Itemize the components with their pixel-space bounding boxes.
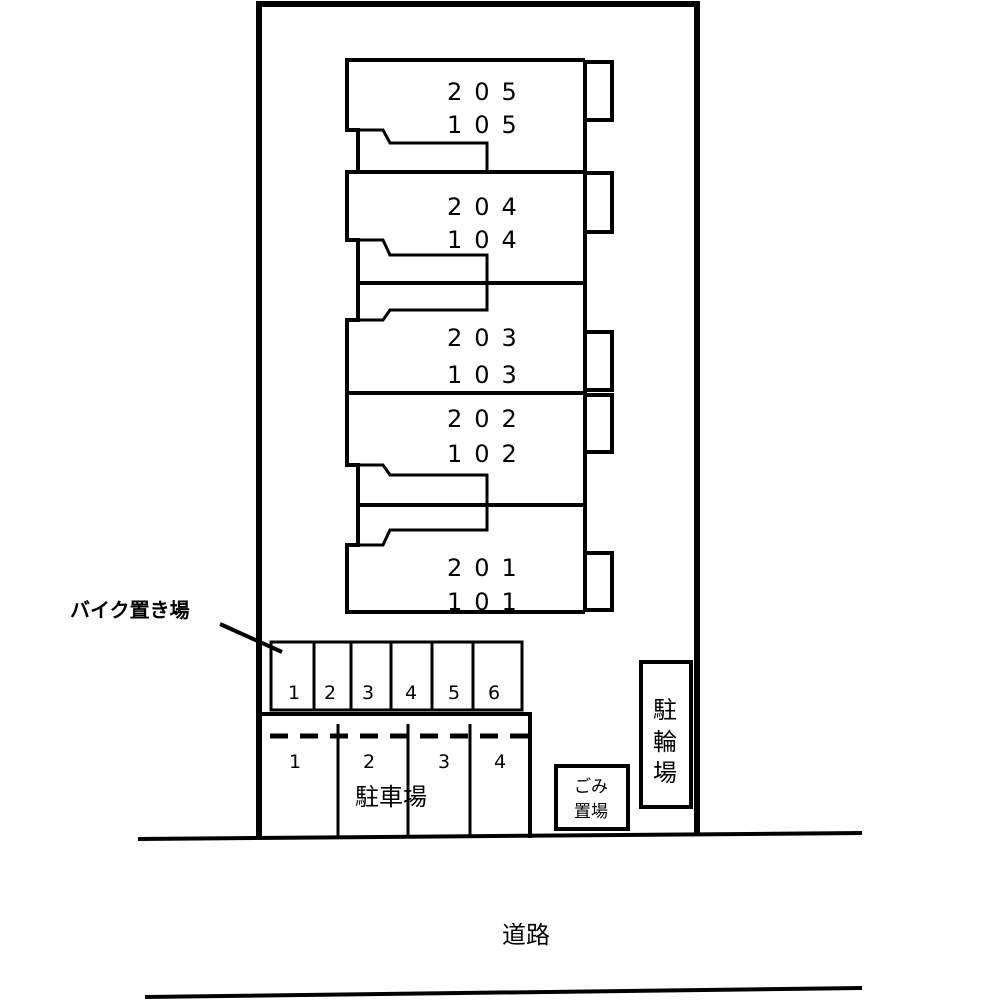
unit-105-label: 105 [447, 111, 529, 139]
bicycle-parking-char-2: 輪 [653, 728, 677, 756]
car-parking-area: 1 2 3 4 駐車場 [261, 712, 532, 838]
unit-201-label: 201 [447, 554, 529, 582]
bicycle-parking-frame [639, 660, 693, 809]
balcony-205 [585, 60, 614, 122]
bicycle-parking-char-1: 駐 [653, 696, 677, 724]
balcony-202 [585, 393, 614, 454]
garbage-area: ごみ 置場 [554, 764, 630, 831]
apartment-building: 205 105 204 104 203 103 202 102 201 101 [345, 58, 614, 616]
balcony-203 [585, 330, 614, 392]
unit-203-label: 203 [447, 324, 529, 352]
entrance-205 [358, 128, 489, 172]
bike-slot-3: 3 [362, 682, 374, 704]
unit-102-label: 102 [447, 440, 529, 468]
car-parking-frame [261, 712, 532, 838]
unit-204-label: 204 [447, 193, 529, 221]
bike-slot-5: 5 [448, 682, 460, 704]
property-boundary [256, 1, 700, 838]
building-west-wall [345, 58, 585, 614]
road-label: 道路 [502, 921, 550, 949]
bicycle-parking-char-3: 場 [653, 759, 677, 787]
unit-104-label: 104 [447, 226, 529, 254]
unit-205-label: 205 [447, 78, 529, 106]
bike-parking-label: バイク置き場 [70, 598, 190, 622]
car-slot-3: 3 [438, 751, 450, 773]
entrance-204 [358, 238, 489, 322]
road-edge-bottom [144, 986, 863, 999]
bicycle-parking-area: 駐 輪 場 [639, 660, 693, 809]
bike-slot-6: 6 [488, 682, 500, 704]
unit-101-label: 101 [447, 588, 529, 616]
road-edge-top [137, 831, 863, 841]
bike-slot-1: 1 [288, 682, 300, 704]
car-parking-label: 駐車場 [355, 783, 427, 811]
garbage-frame [554, 764, 630, 831]
balcony-201 [585, 551, 614, 612]
bike-parking-leader [219, 622, 283, 654]
garbage-label-line1: ごみ [574, 777, 608, 797]
entrance-202 [358, 463, 489, 547]
bike-slot-4: 4 [405, 682, 417, 704]
balcony-204 [585, 171, 614, 234]
unit-103-label: 103 [447, 361, 529, 389]
car-slot-4: 4 [494, 751, 506, 773]
bike-slot-2: 2 [324, 682, 336, 704]
bike-parking-area: 1 2 3 4 5 6 バイク置き場 [70, 598, 524, 712]
car-slot-2: 2 [363, 751, 375, 773]
car-slot-1: 1 [289, 751, 301, 773]
bike-parking-frame [269, 640, 524, 712]
unit-202-label: 202 [447, 405, 529, 433]
garbage-label-line2: 置場 [574, 802, 608, 822]
